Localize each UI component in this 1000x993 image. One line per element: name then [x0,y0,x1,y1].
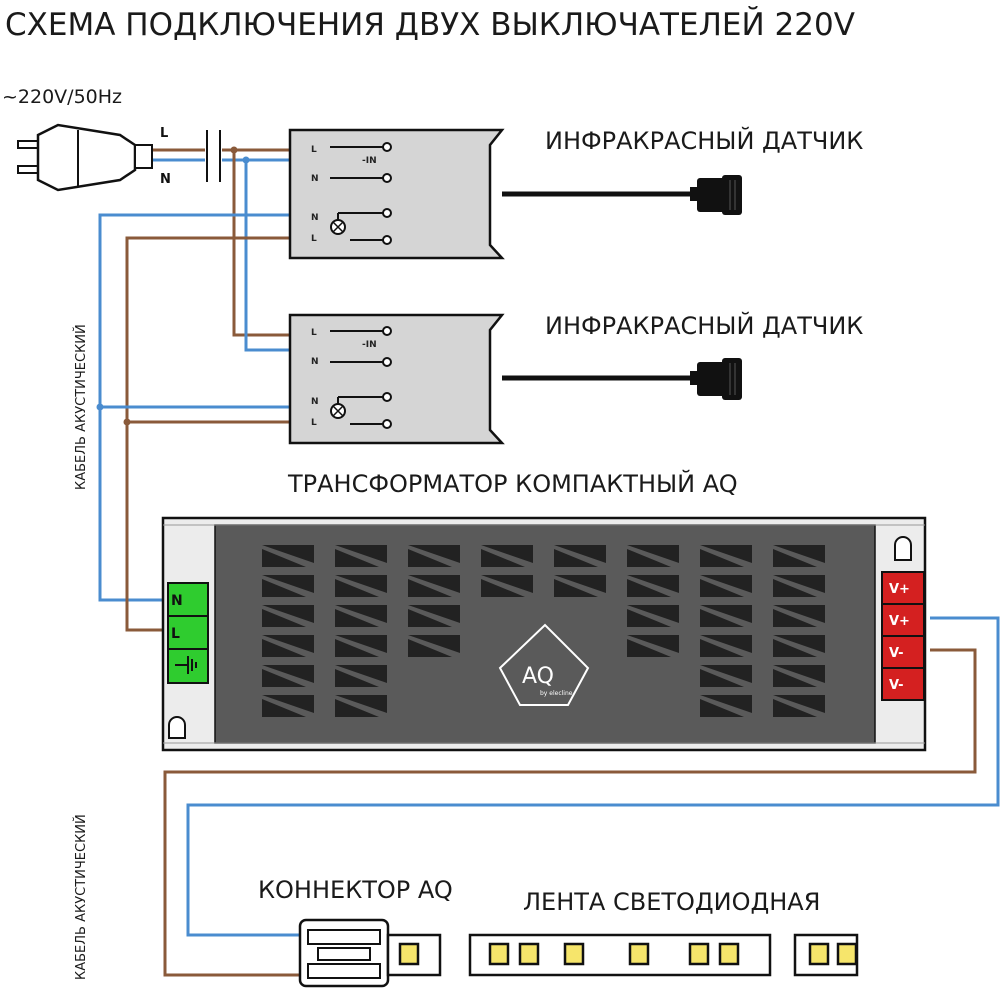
sensor1-in-label: -IN [362,156,377,166]
wire-dc-minus [163,648,977,977]
vent-slot [408,545,460,567]
vent-slot [335,605,387,627]
vent-slot [773,605,825,627]
vent-slot [773,695,825,717]
sensor2-term-4: L [311,418,317,428]
sensor1-term-4: L [311,234,317,244]
strip-label: ЛЕНТА СВЕТОДИОДНАЯ [523,888,820,916]
vent-slot [773,545,825,567]
cable-label-bottom: КАБЕЛЬ АКУСТИЧЕСКИЙ [73,814,89,980]
vent-slot [627,635,679,657]
vent-slot [627,605,679,627]
ir-sensor-1: L N N L -IN ИНФРАКРАСНЫЙ ДАТЧИК [288,126,863,260]
led-strip [386,933,859,977]
mains-label: ~220V/50Hz [2,86,122,108]
transformer-vents [262,545,825,717]
led-chip [808,942,830,966]
led-chip [688,942,710,966]
sensor2-term-1: L [311,328,317,338]
sensor1-term-3: N [311,213,319,223]
led-chip [488,942,510,966]
aq-connector [298,918,390,988]
vent-slot [262,635,314,657]
ground-icon [175,656,197,674]
logo-text: AQ [522,664,554,689]
led-chip [518,942,540,966]
wire-l-branch [232,150,290,337]
plug-l-label: L [160,126,168,141]
vent-slot [627,545,679,567]
input-term-n: N [171,593,183,609]
sensor1-term-1: L [311,145,317,155]
wire-l-load1 [125,236,290,632]
vent-slot [408,575,460,597]
vent-slot [481,545,533,567]
sensor2-in-label: -IN [362,340,377,350]
vent-slot [335,635,387,657]
vent-slot [627,575,679,597]
sensor1-label: ИНФРАКРАСНЫЙ ДАТЧИК [545,126,863,155]
aq-logo: AQ by elecline [498,623,590,706]
vent-slot [773,665,825,687]
led-chip [836,942,858,966]
vent-slot [335,575,387,597]
vent-slot [335,695,387,717]
wire-n-branch [244,160,290,352]
wire-dc-plus [186,616,1000,937]
vent-slot [262,545,314,567]
logo-sub: by elecline [540,690,573,697]
vent-slot [554,545,606,567]
connector-label: КОННЕКТОР AQ [258,876,453,904]
cable-label-top: КАБЕЛЬ АКУСТИЧЕСКИЙ [73,324,89,490]
sensor2-label: ИНФРАКРАСНЫЙ ДАТЧИК [545,311,863,340]
vent-slot [408,605,460,627]
vent-slot [700,695,752,717]
vent-slot [700,575,752,597]
vent-slot [262,665,314,687]
vent-slot [335,545,387,567]
plug-n-label: N [160,172,171,187]
led-chip [718,942,740,966]
vent-slot [262,695,314,717]
vent-slot [700,605,752,627]
vent-slot [262,605,314,627]
led-chips [398,942,858,966]
output-term-2: V+ [889,614,910,629]
vent-slot [481,575,533,597]
sensor2-term-2: N [311,357,319,367]
vent-slot [700,545,752,567]
vent-slot [773,635,825,657]
ir-sensor-2: L N N L -IN ИНФРАКРАСНЫЙ ДАТЧИК [288,311,863,445]
sensor2-term-3: N [311,397,319,407]
vent-slot [262,575,314,597]
led-chip [628,942,650,966]
vent-slot [700,635,752,657]
led-chip [563,942,585,966]
output-term-4: V- [889,678,904,693]
wires [96,146,1000,977]
input-term-l: L [171,626,180,642]
transformer: AQ by elecline N L V+ V+ V- V- [161,516,927,752]
transformer-label: ТРАНСФОРМАТОР КОМПАКТНЫЙ AQ [287,469,738,498]
diagram-title: СХЕМА ПОДКЛЮЧЕНИЯ ДВУХ ВЫКЛЮЧАТЕЛЕЙ 220V [5,7,855,43]
output-term-3: V- [889,646,904,661]
power-plug: L N [17,123,221,192]
vent-slot [335,665,387,687]
vent-slot [554,575,606,597]
led-chip [398,942,420,966]
vent-slot [773,575,825,597]
output-term-1: V+ [889,582,910,597]
sensor1-term-2: N [311,174,319,184]
vent-slot [700,665,752,687]
vent-slot [408,635,460,657]
